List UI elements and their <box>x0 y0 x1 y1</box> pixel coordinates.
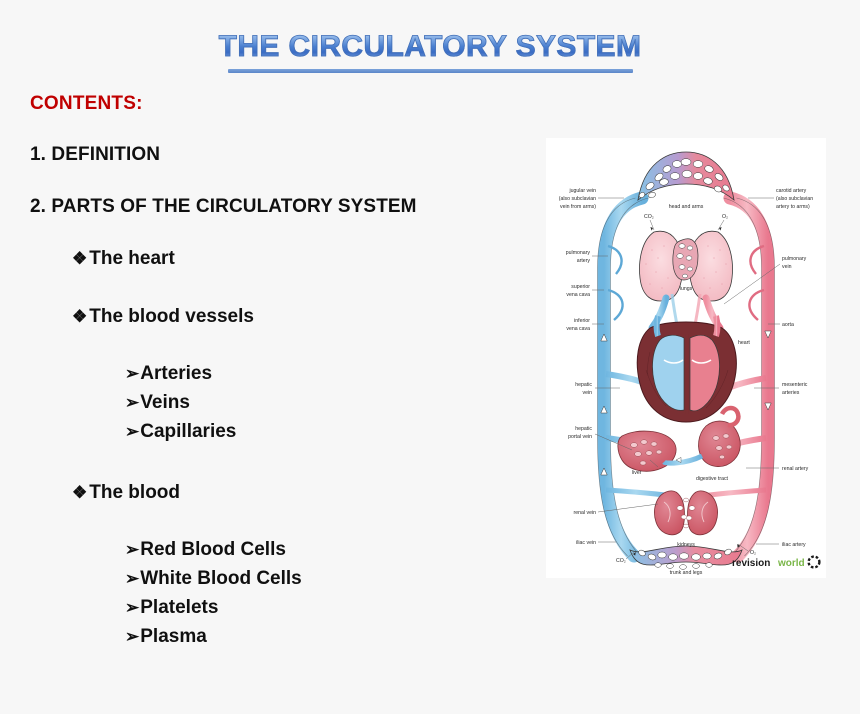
outline-subitem-platelets: ➢ Platelets <box>125 593 530 622</box>
label-pulmonary-artery: pulmonary <box>566 250 591 256</box>
label-hepatic-vein-line2: vein <box>582 390 592 396</box>
trunk-and-legs-capillary-bed <box>629 545 743 570</box>
spacer <box>30 270 530 306</box>
label-iliac-vein: iliac vein <box>576 540 596 546</box>
label-carotid-artery-line2: (also subclavian <box>776 196 813 202</box>
label-lungs: lungs <box>680 286 693 292</box>
label-pulmonary-artery-line2: artery <box>577 258 591 264</box>
label-liver: liver <box>632 470 642 476</box>
label-pulmonary-vein: pulmonary <box>782 256 807 262</box>
label-hepatic-portal-vein-line2: portal vein <box>568 434 592 440</box>
label-carotid-artery: carotid artery <box>776 188 807 194</box>
label-hepatic-portal-vein: hepatic <box>575 426 592 432</box>
liver <box>617 430 677 472</box>
heart <box>636 315 737 423</box>
arrow-bullet-icon: ➢ <box>125 540 140 559</box>
diamond-bullet-icon: ❖ <box>72 483 88 502</box>
diamond-bullet-icon: ❖ <box>72 249 88 268</box>
label-o2-top: O₂ <box>722 214 728 220</box>
arrow-bullet-icon: ➢ <box>125 393 140 412</box>
head-and-arms-capillary-bed <box>637 151 735 201</box>
label-renal-artery: renal artery <box>782 466 809 472</box>
outline-bullet-label: The heart <box>89 248 175 269</box>
outline-subitem-red-blood-cells: ➢ Red Blood Cells <box>125 535 530 564</box>
arrow-bullet-icon: ➢ <box>125 422 140 441</box>
arrow-bullet-icon: ➢ <box>125 569 140 588</box>
diamond-bullet-icon: ❖ <box>72 307 88 326</box>
outline-subitem-label: Platelets <box>140 597 219 618</box>
outline-subitem-white-blood-cells: ➢ White Blood Cells <box>125 564 530 593</box>
label-carotid-artery-line3: artery to arms) <box>776 204 810 210</box>
outline-subitem-label: Capillaries <box>140 421 237 442</box>
kidneys <box>654 490 718 536</box>
spacer <box>30 504 530 535</box>
label-inferior-vena-cava: inferior <box>574 318 590 324</box>
label-pulmonary-vein-line2: vein <box>782 264 792 270</box>
watermark-world: world <box>777 558 805 569</box>
contents-outline: CONTENTS: 1. DEFINITION 2. PARTS OF THE … <box>30 93 530 651</box>
watermark-revision: revision <box>732 558 770 569</box>
title-underline <box>227 69 633 73</box>
outline-sublist-blood-vessels: ➢ Arteries ➢ Veins ➢ Capillaries <box>125 359 530 446</box>
outline-bullet-the-blood-vessels: ❖ The blood vessels <box>72 306 530 328</box>
spacer <box>30 446 530 482</box>
outline-subitem-label: White Blood Cells <box>140 568 302 589</box>
outline-bullet-the-heart: ❖ The heart <box>72 248 530 270</box>
watermark-circle-icon <box>807 555 821 569</box>
label-heart: heart <box>738 340 750 346</box>
label-head-and-arms: head and arms <box>669 204 704 210</box>
outline-subitem-label: Plasma <box>140 626 207 647</box>
revisionworld-watermark: revision world <box>732 555 821 569</box>
label-mesenteric-arteries-line2: arteries <box>782 390 800 396</box>
diagram-leader-lines <box>592 197 781 545</box>
diagram-canvas: jugular vein (also subclavian vein from … <box>546 138 826 578</box>
outline-section-definition: 1. DEFINITION <box>30 144 161 165</box>
spacer <box>30 328 530 359</box>
label-aorta: aorta <box>782 322 794 328</box>
label-co2-top: CO₂ <box>644 214 654 220</box>
label-digestive-tract: digestive tract <box>696 476 729 482</box>
label-jugular-vein: jugular vein <box>568 188 596 194</box>
arrow-bullet-icon: ➢ <box>125 598 140 617</box>
label-co2-bottom: CO₂ <box>616 558 626 564</box>
outline-subitem-label: Red Blood Cells <box>140 539 286 560</box>
digestive-tract <box>662 405 741 467</box>
outline-sublist-blood: ➢ Red Blood Cells ➢ White Blood Cells ➢ … <box>125 535 530 651</box>
page-title: THE CIRCULATORY SYSTEM <box>215 30 646 66</box>
arrow-bullet-icon: ➢ <box>125 627 140 646</box>
label-jugular-vein-line2: (also subclavian <box>559 196 596 202</box>
label-trunk-and-legs: trunk and legs <box>670 570 703 576</box>
outline-section-parts: 2. PARTS OF THE CIRCULATORY SYSTEM <box>30 196 417 217</box>
label-superior-vena-cava: superior <box>571 284 590 290</box>
circulatory-system-diagram: jugular vein (also subclavian vein from … <box>546 138 826 578</box>
title-block: THE CIRCULATORY SYSTEM <box>0 30 860 73</box>
outline-subitem-capillaries: ➢ Capillaries <box>125 417 530 446</box>
outline-subitem-arteries: ➢ Arteries <box>125 359 530 388</box>
outline-subitem-plasma: ➢ Plasma <box>125 622 530 651</box>
outline-subitem-veins: ➢ Veins <box>125 388 530 417</box>
contents-heading: CONTENTS: <box>30 93 143 114</box>
label-inferior-vena-cava-line2: vena cava <box>566 326 590 332</box>
label-superior-vena-cava-line2: vena cava <box>566 292 590 298</box>
outline-bullet-the-blood: ❖ The blood <box>72 482 530 504</box>
label-jugular-vein-line3: vein from arms) <box>560 204 596 210</box>
label-mesenteric-arteries: mesenteric <box>782 382 808 388</box>
outline-subitem-label: Veins <box>140 392 190 413</box>
outline-bullet-label: The blood vessels <box>89 306 254 327</box>
label-renal-vein: renal vein <box>574 510 597 516</box>
outline-subitem-label: Arteries <box>140 363 213 384</box>
arrow-bullet-icon: ➢ <box>125 364 140 383</box>
label-hepatic-vein: hepatic <box>575 382 592 388</box>
label-kidneys: kidneys <box>677 542 695 548</box>
label-o2-bottom: O₂ <box>750 550 756 556</box>
diagram-labels: jugular vein (also subclavian vein from … <box>559 188 814 576</box>
label-iliac-artery: iliac artery <box>782 542 806 548</box>
outline-bullet-label: The blood <box>89 482 181 503</box>
